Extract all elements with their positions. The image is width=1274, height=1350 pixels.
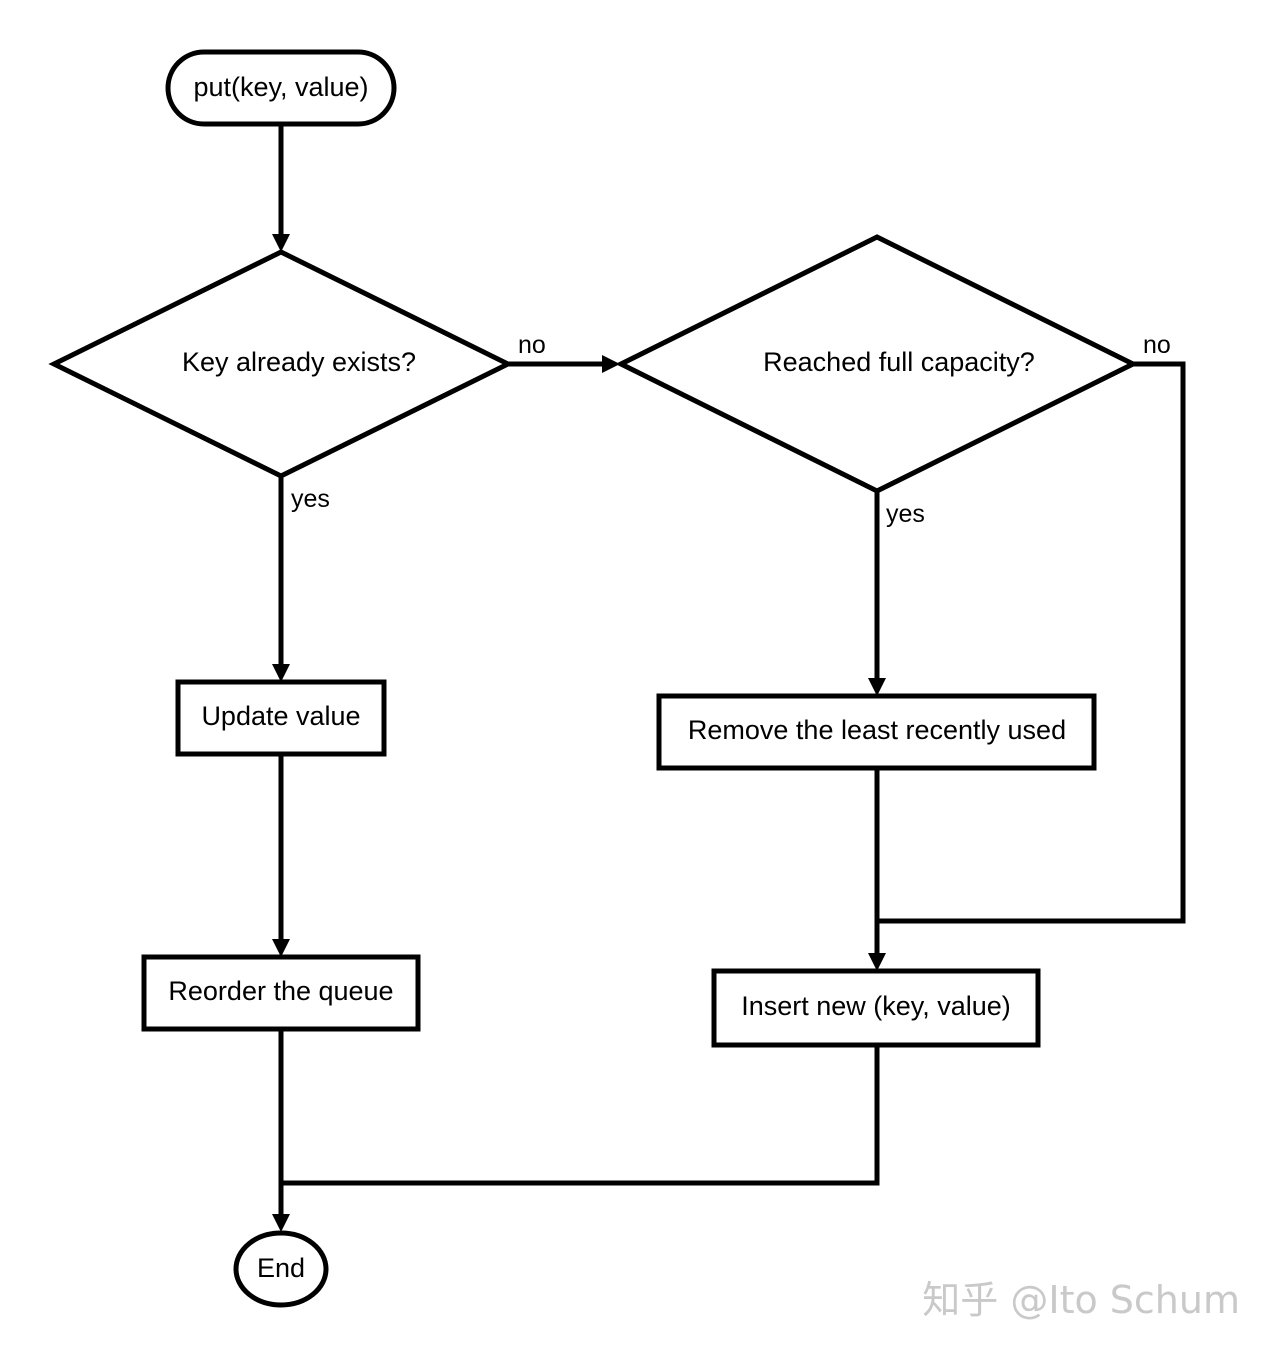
start-node [165, 49, 397, 127]
decision-key-exists [48, 249, 514, 479]
decision-full-capacity [615, 234, 1139, 494]
edge-full-capacity-no [877, 361, 1186, 924]
remove-lru-node [656, 693, 1097, 771]
decision-full-capacity-label: Reached full capacity? [763, 347, 1035, 377]
end-node [233, 1230, 329, 1308]
reorder-queue-node [141, 954, 421, 1032]
arrowhead-end [272, 1214, 290, 1232]
label-key-exists-yes: yes [291, 485, 330, 513]
arrowhead-key-exists [272, 234, 290, 252]
reorder-queue-label: Reorder the queue [168, 976, 393, 1006]
label-full-capacity-yes: yes [886, 500, 925, 528]
arrowhead-remove-lru [868, 678, 886, 696]
edges [272, 124, 1186, 1232]
remove-lru-label: Remove the least recently used [688, 715, 1066, 745]
label-key-exists-no: no [518, 331, 546, 359]
edge-insert-to-end [281, 1045, 880, 1186]
update-value-label: Update value [201, 701, 360, 731]
arrowhead-insert-new [868, 953, 886, 971]
insert-new-node [711, 968, 1041, 1048]
end-node-label: End [257, 1253, 305, 1283]
nodes: put(key, value) Key already exists? Reac… [48, 49, 1139, 1308]
decision-key-exists-label: Key already exists? [182, 347, 416, 377]
edge-labels: no yes no yes [291, 331, 1171, 528]
arrowhead-reorder [272, 939, 290, 957]
update-value-node [175, 679, 387, 757]
arrowhead-update-value [272, 664, 290, 682]
insert-new-label: Insert new (key, value) [741, 991, 1011, 1021]
watermark: 知乎 @Ito Schum [922, 1278, 1240, 1322]
arrowhead-full-capacity [602, 355, 620, 373]
start-node-label: put(key, value) [193, 72, 368, 102]
label-full-capacity-no: no [1143, 331, 1171, 359]
